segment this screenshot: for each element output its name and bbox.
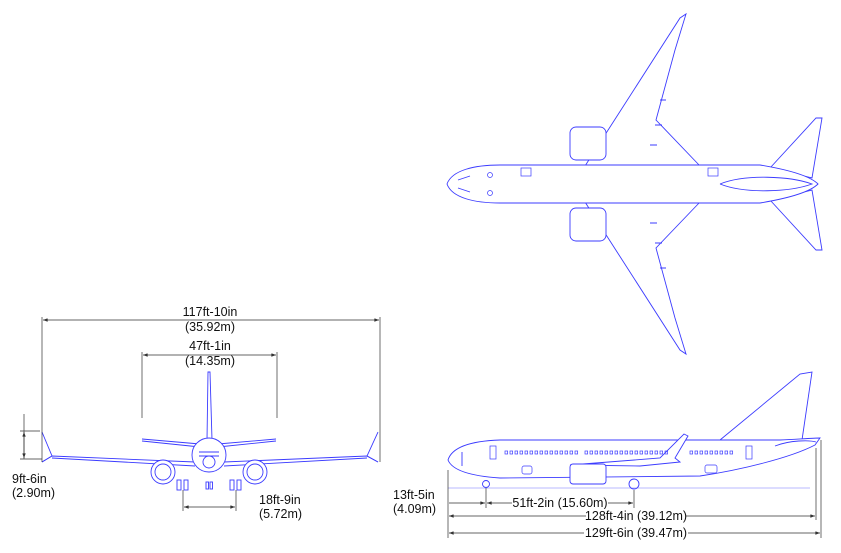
fuselage-length-label: 128ft-4in (39.12m) — [585, 509, 687, 523]
cabin-window — [644, 450, 648, 455]
winglet-height-imperial: 9ft-6in — [12, 472, 47, 486]
cabin-windows — [504, 450, 733, 455]
cabin-window — [709, 450, 713, 455]
cabin-window — [604, 450, 608, 455]
front-winglets — [41, 431, 379, 463]
cabin-window — [649, 450, 653, 455]
dimensions: 117ft-10in (35.92m) 47ft-1in (14.35m) 9f… — [12, 305, 822, 540]
front-horizontal-stabilizer — [141, 438, 277, 448]
flap-fairings — [650, 99, 666, 269]
top-fuselage — [446, 164, 819, 204]
cabin-window — [599, 450, 603, 455]
tail-span-imperial: 47ft-1in — [189, 339, 231, 353]
cabin-window — [559, 450, 563, 455]
wheelbase-label: 51ft-2in (15.60m) — [512, 496, 607, 510]
side-fuselage — [447, 437, 821, 479]
nose-gear — [482, 480, 490, 488]
tail-span-metric: (14.35m) — [185, 354, 235, 368]
cabin-window — [509, 450, 513, 455]
height-imperial: 13ft-5in — [393, 488, 435, 502]
cabin-window — [594, 450, 598, 455]
cabin-window — [724, 450, 728, 455]
front-engine-right — [242, 459, 268, 485]
side-engine — [569, 463, 607, 485]
cabin-window — [714, 450, 718, 455]
side-view — [447, 371, 821, 490]
cabin-window — [589, 450, 593, 455]
side-vertical-tail — [718, 371, 813, 441]
winglet-height-metric: (2.90m) — [12, 486, 55, 500]
front-fuselage — [191, 437, 227, 473]
wingspan-imperial: 117ft-10in — [183, 305, 238, 319]
cabin-window — [659, 450, 663, 455]
cabin-window — [614, 450, 618, 455]
cabin-window — [514, 450, 518, 455]
cabin-window — [619, 450, 623, 455]
front-view — [41, 371, 379, 491]
cabin-window — [544, 450, 548, 455]
front-engine-left — [150, 459, 176, 485]
cabin-window — [639, 450, 643, 455]
cabin-window — [664, 450, 668, 455]
cabin-window — [554, 450, 558, 455]
cabin-window — [524, 450, 528, 455]
cabin-window — [699, 450, 703, 455]
cabin-window — [634, 450, 638, 455]
main-gear — [628, 478, 640, 490]
cabin-window — [609, 450, 613, 455]
cabin-window — [549, 450, 553, 455]
cabin-window — [504, 450, 508, 455]
cabin-window — [584, 450, 588, 455]
cabin-window — [694, 450, 698, 455]
front-vertical-fin — [206, 371, 213, 441]
gear-track-imperial: 18ft-9in — [259, 493, 301, 507]
cabin-window — [519, 450, 523, 455]
gear-track-metric: (5.72m) — [259, 507, 302, 521]
cabin-window — [539, 450, 543, 455]
overall-length-label: 129ft-6in (39.47m) — [585, 526, 687, 540]
top-engine-lower — [569, 207, 607, 242]
cabin-window — [529, 450, 533, 455]
top-engine-upper — [569, 126, 607, 161]
wingspan-metric: (35.92m) — [185, 320, 235, 334]
front-landing-gear — [176, 479, 242, 491]
side-wing — [569, 433, 689, 467]
cabin-window — [574, 450, 578, 455]
cabin-window — [569, 450, 573, 455]
cabin-window — [564, 450, 568, 455]
cabin-window — [719, 450, 723, 455]
top-view — [446, 12, 823, 356]
height-metric: (4.09m) — [393, 502, 436, 516]
cabin-window — [729, 450, 733, 455]
cabin-window — [654, 450, 658, 455]
cabin-window — [704, 450, 708, 455]
cabin-window — [534, 450, 538, 455]
cabin-window — [624, 450, 628, 455]
cabin-window — [689, 450, 693, 455]
cabin-window — [629, 450, 633, 455]
